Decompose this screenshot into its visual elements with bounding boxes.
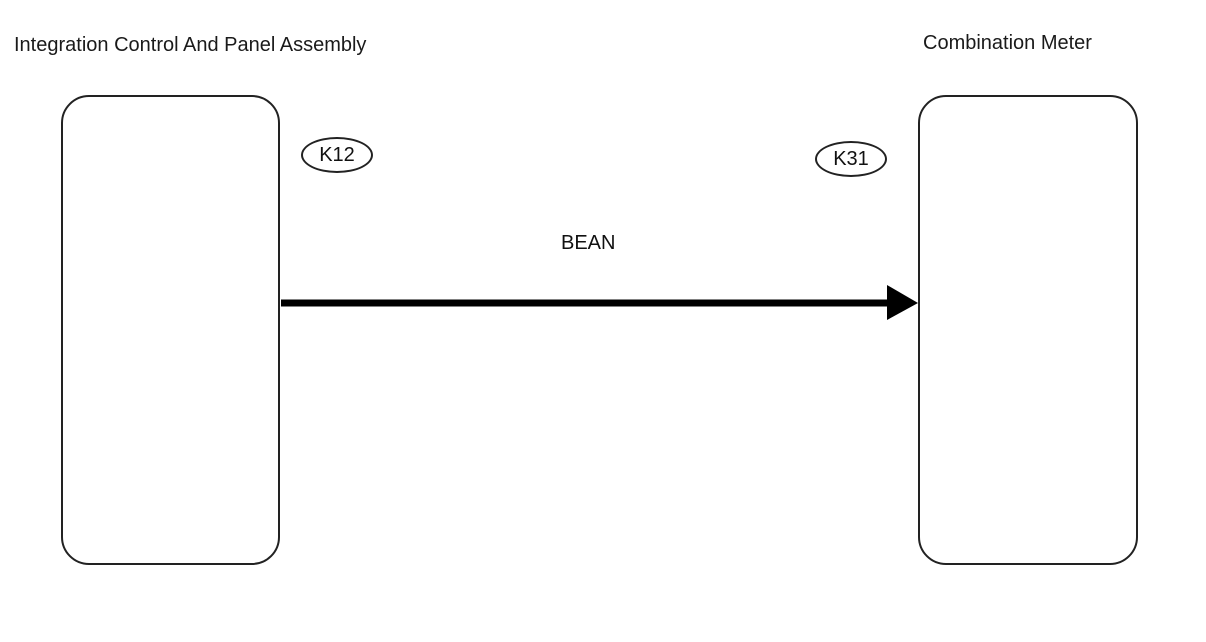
right-module-box[interactable] (918, 95, 1138, 565)
left-module-box[interactable] (61, 95, 280, 565)
bus-label: BEAN (561, 232, 616, 254)
right-connector-label: K31 (815, 141, 887, 177)
right-module-title: Combination Meter (923, 32, 1092, 54)
link-arrow-head (887, 285, 918, 320)
left-module-title: Integration Control And Panel Assembly (14, 34, 367, 56)
left-connector-label: K12 (301, 137, 373, 173)
